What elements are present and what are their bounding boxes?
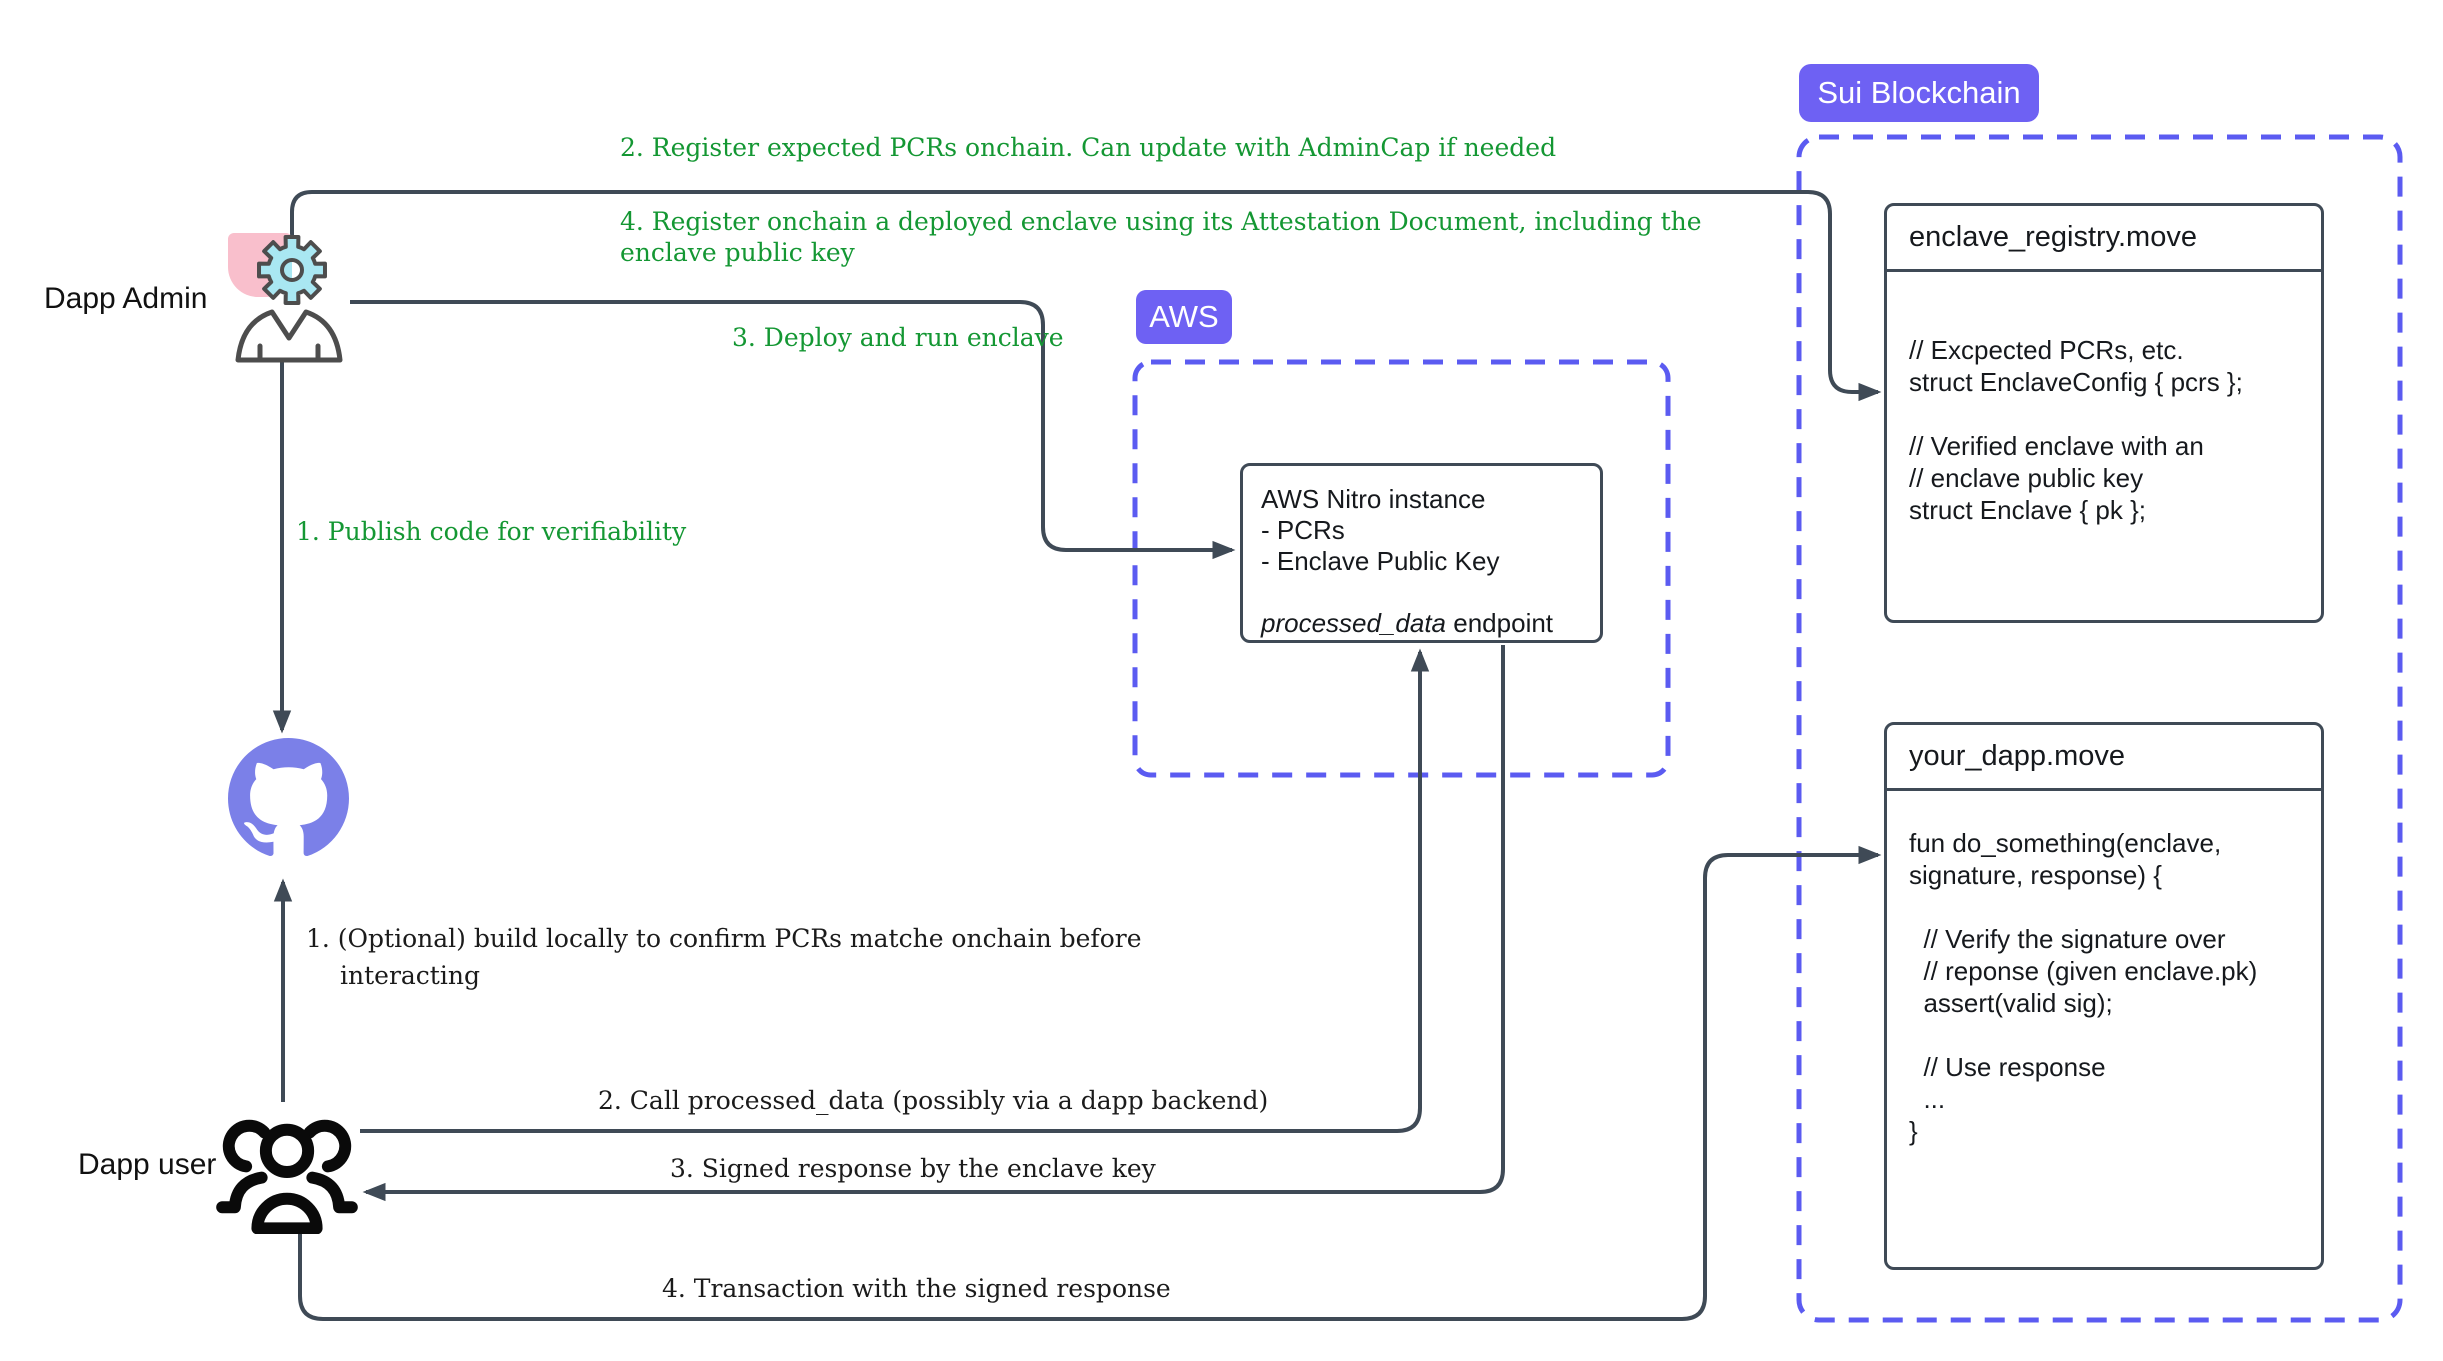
arrow-transaction [298,845,1882,1321]
arrow-register-pcrs-onchain [290,190,1882,402]
dapp-admin-label: Dapp Admin [44,282,208,315]
dapp-code-line: // Verify the signature over [1909,924,2226,954]
aws-badge: AWS [1136,290,1232,344]
label-signed-response: 3. Signed response by the enclave key [670,1154,1156,1183]
label-build-locally: 1. (Optional) build locally to confirm P… [306,920,1142,994]
label-deploy-enclave: 3. Deploy and run enclave [732,323,1064,352]
arrow-deploy-enclave [350,300,1236,560]
gear-icon [257,235,327,305]
label-publish-code: 1. Publish code for verifiability [296,517,687,546]
dapp-code-line: } [1909,1116,1918,1146]
dapp-code-line: // Use response [1909,1052,2106,1082]
dapp-code-line: assert(valid sig); [1909,988,2113,1018]
dapp-code-line: fun do_something(enclave, [1909,828,2222,858]
registry-code-line [1909,398,2299,430]
label-call-processed-data: 2. Call processed_data (possibly via a d… [598,1086,1269,1115]
registry-code-line: struct EnclaveConfig { pcrs }; [1909,367,2243,397]
label-register-enclave-line2: enclave public key [620,238,855,267]
dapp-code-line: // reponse (given enclave.pk) [1909,956,2258,986]
sui-badge-label: Sui Blockchain [1817,75,2021,110]
enclave-registry-title: enclave_registry.move [1887,206,2321,272]
label-register-enclave: 4. Register onchain a deployed enclave u… [620,206,1702,268]
sui-dashed-region [1796,134,2403,1323]
dapp-user-label: Dapp user [78,1148,217,1181]
nitro-endpoint-line: processed_data endpoint [1261,608,1582,639]
endpoint-suffix: endpoint [1453,608,1554,638]
sui-blockchain-badge: Sui Blockchain [1799,64,2039,122]
dapp-code-line [1909,891,2299,923]
registry-code-line: // Excpected PCRs, etc. [1909,335,2184,365]
people-group-icon [216,1119,358,1234]
label-register-pcrs: 2. Register expected PCRs onchain. Can u… [620,133,1557,162]
your-dapp-box: your_dapp.move fun do_something(enclave,… [1884,722,2324,1270]
arrow-call-processed-data [360,648,1430,1133]
dapp-code-line [1909,1019,2299,1051]
label-build-locally-line1: 1. (Optional) build locally to confirm P… [306,924,1142,953]
your-dapp-title: your_dapp.move [1887,725,2321,791]
label-register-enclave-line1: 4. Register onchain a deployed enclave u… [620,207,1702,236]
nitro-line-enclave-key: - Enclave Public Key [1261,546,1500,576]
label-transaction: 4. Transaction with the signed response [662,1274,1171,1303]
aws-badge-label: AWS [1149,299,1219,334]
nitro-line-pcrs: - PCRs [1261,515,1345,545]
endpoint-name: processed_data [1261,608,1447,638]
enclave-registry-box: enclave_registry.move // Excpected PCRs,… [1884,203,2324,623]
registry-code-line: // Verified enclave with an [1909,431,2204,461]
dapp-code-line: signature, response) { [1909,860,2162,890]
github-octocat-icon [228,738,349,857]
person-shirt-icon [235,309,343,363]
aws-nitro-instance-box: AWS Nitro instance - PCRs - Enclave Publ… [1240,463,1603,643]
nitro-title: AWS Nitro instance [1261,484,1486,514]
registry-code-line: // enclave public key [1909,463,2144,493]
arrow-signed-response [362,645,1505,1202]
dapp-code-line: ... [1909,1084,1946,1114]
label-build-locally-line2: interacting [340,961,480,990]
aws-dashed-region [1132,359,1671,778]
registry-code-line: struct Enclave { pk }; [1909,495,2147,525]
